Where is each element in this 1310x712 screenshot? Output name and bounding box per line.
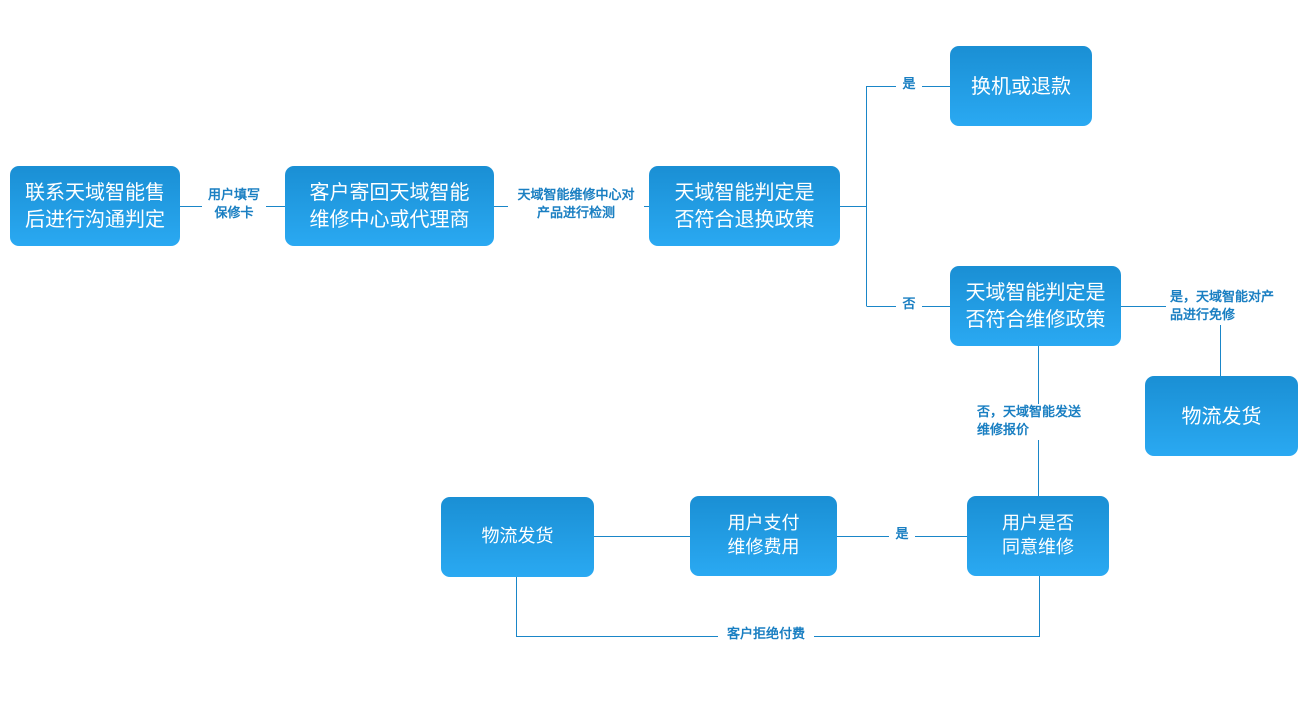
node-logistics-free: 物流发货	[1145, 376, 1298, 456]
node-user-agree: 用户是否 同意维修	[967, 496, 1109, 576]
label-yes-agree: 是	[889, 526, 915, 544]
label-no-return: 否	[896, 296, 922, 314]
node-exchange-refund: 换机或退款	[950, 46, 1092, 126]
node-user-pay: 用户支付 维修费用	[690, 496, 837, 576]
label-inspect-product: 天域智能维修中心对 产品进行检测	[508, 187, 644, 223]
node-contact-service: 联系天域智能售 后进行沟通判定	[10, 166, 180, 246]
node-judge-repair-policy: 天域智能判定是 否符合维修政策	[950, 266, 1121, 346]
node-judge-return-policy: 天域智能判定是 否符合退换政策	[649, 166, 840, 246]
label-fill-warranty-card: 用户填写 保修卡	[202, 187, 266, 223]
label-free-repair: 是，天域智能对产 品进行免修	[1166, 289, 1298, 325]
label-yes-return: 是	[896, 76, 922, 94]
label-refuse-payment: 客户拒绝付费	[718, 626, 814, 644]
node-send-back: 客户寄回天域智能 维修中心或代理商	[285, 166, 494, 246]
label-send-quote: 否，天域智能发送 维修报价	[974, 404, 1105, 440]
node-logistics-paid: 物流发货	[441, 497, 594, 577]
